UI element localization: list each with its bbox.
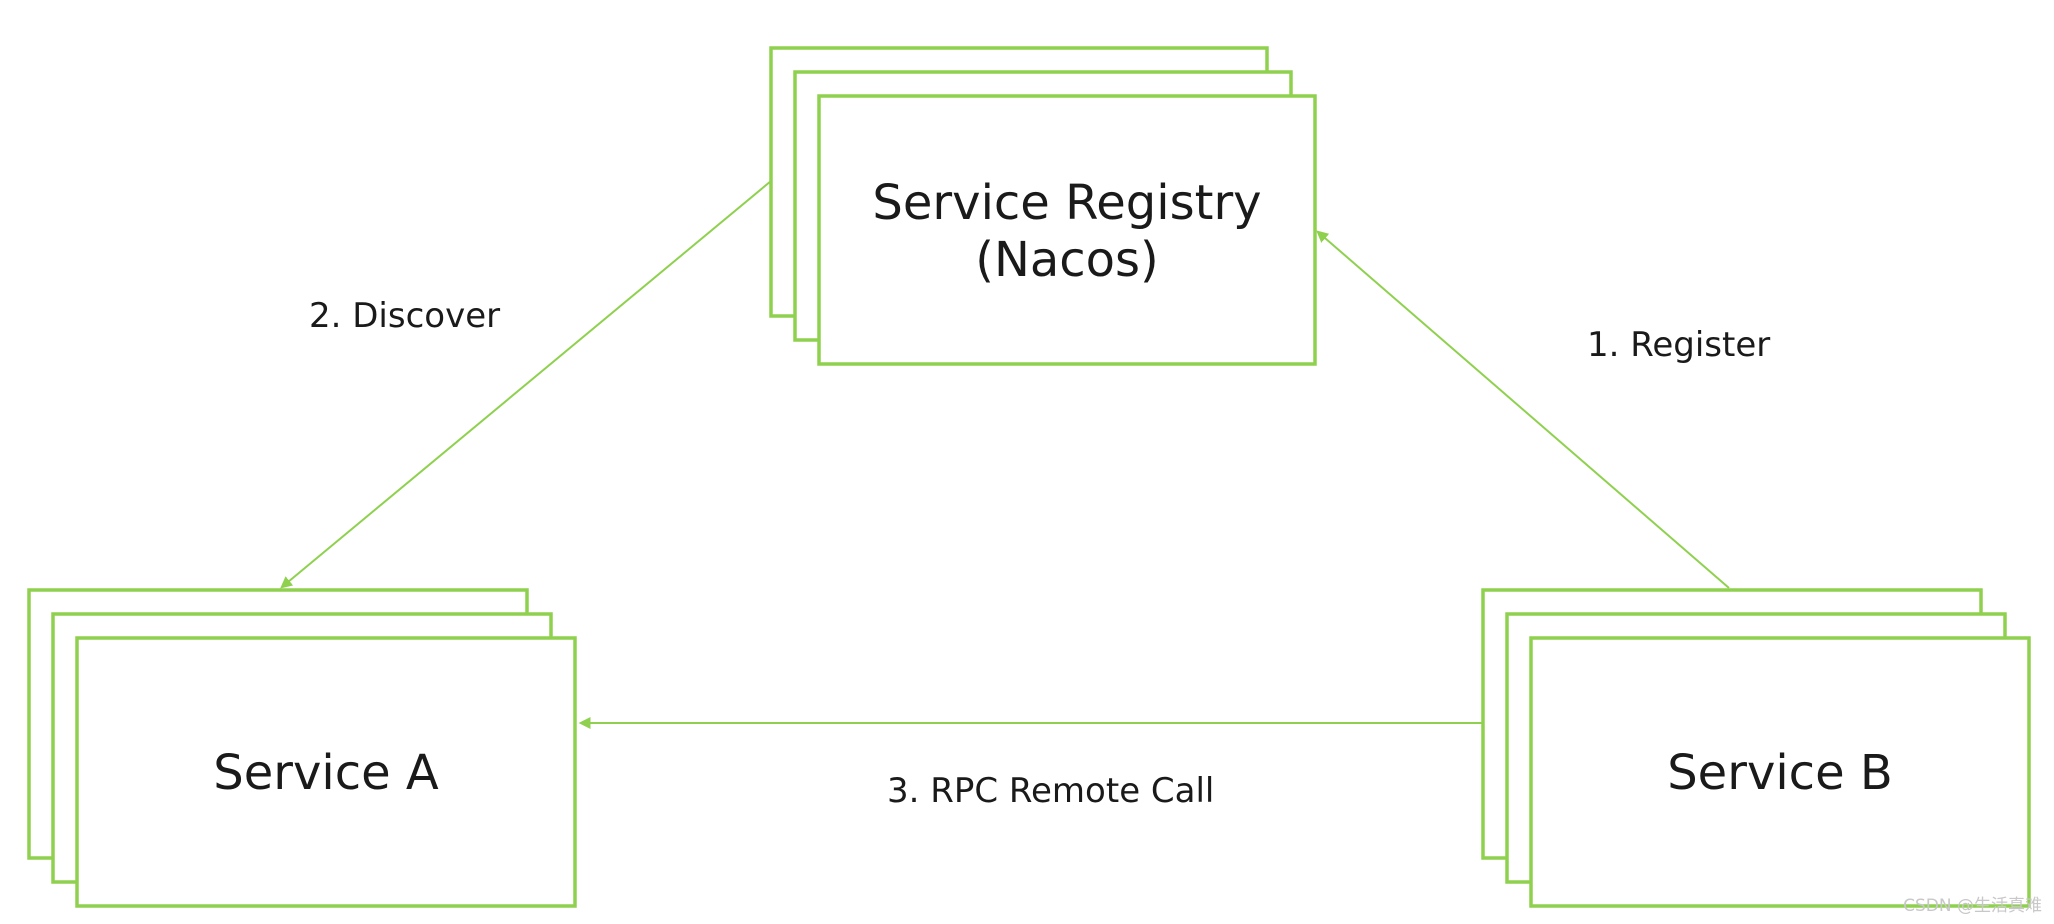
service-registry-node: Service Registry (Nacos) [769, 46, 1317, 366]
register-arrow [1316, 230, 1730, 589]
registry-title-line2: (Nacos) [975, 232, 1159, 288]
service-b-title: Service B [1667, 745, 1893, 801]
edge-discover: 2. Discover [280, 180, 772, 589]
service-a-box-front [75, 636, 577, 908]
rpc-label: 3. RPC Remote Call [887, 771, 1214, 811]
discover-label: 2. Discover [309, 296, 500, 336]
edge-register: 1. Register [1316, 230, 1770, 589]
discover-arrow [280, 180, 772, 589]
service-a-node: Service A [27, 588, 577, 908]
service-b-node: Service B [1481, 588, 2031, 908]
registry-title-line1: Service Registry [872, 175, 1261, 231]
register-label: 1. Register [1587, 325, 1770, 365]
watermark-text: CSDN @生活真难 [1903, 896, 2042, 916]
service-a-title: Service A [213, 745, 439, 801]
service-b-box-front [1529, 636, 2031, 908]
edge-rpc: 3. RPC Remote Call [578, 717, 1483, 811]
registry-box-front [817, 94, 1317, 366]
